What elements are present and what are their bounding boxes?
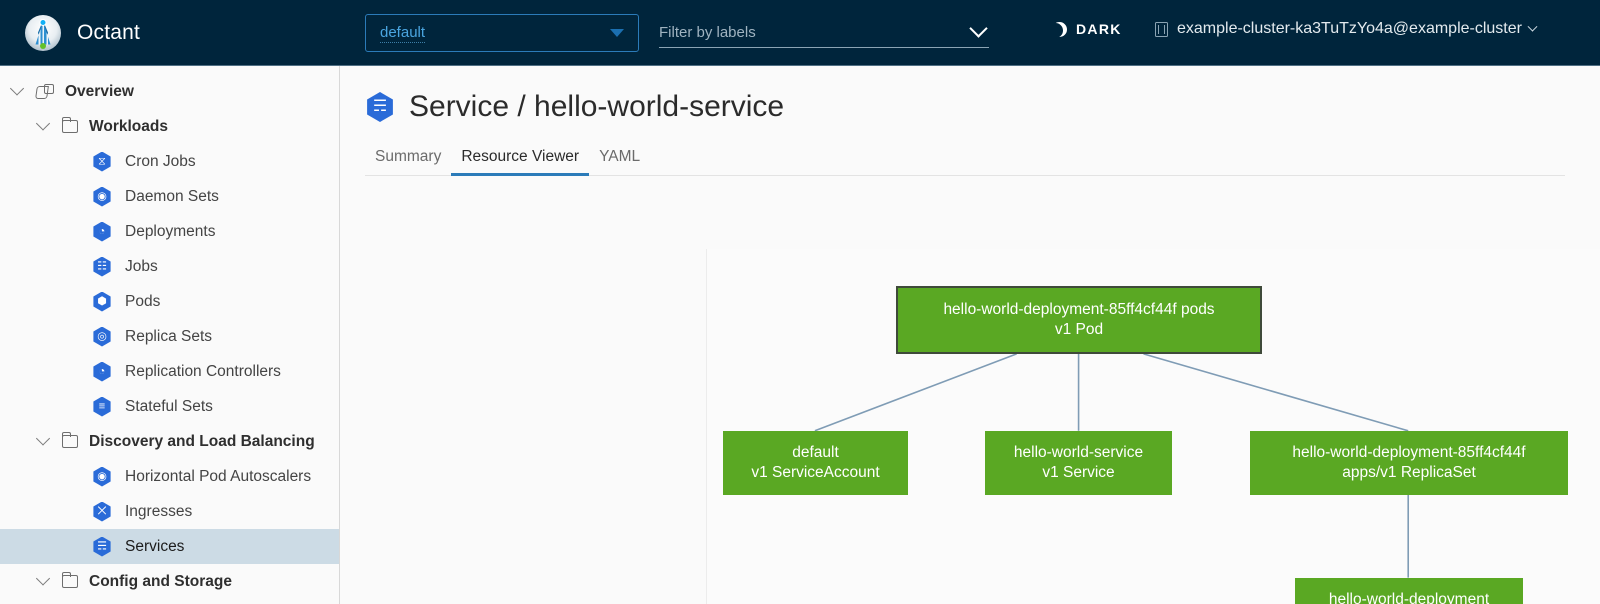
service-icon: ☴ [365,92,395,122]
tab-yaml[interactable]: YAML [599,148,641,165]
folder-icon [61,572,78,588]
cluster-icon [1155,21,1168,37]
sidebar-item-daemon-sets[interactable]: ◉ Daemon Sets [0,179,339,214]
label-filter-placeholder: Filter by labels [659,24,756,41]
sidebar-item-label: Replica Sets [125,327,213,345]
brand[interactable]: Octant [25,14,141,51]
app-header: Octant default Filter by labels DARK exa… [0,0,1600,66]
sidebar-item-overview[interactable]: Overview [0,74,339,109]
graph-node-line2: v1 Pod [1054,321,1104,338]
graph-node-line1: hello-world-deployment-85ff4cf44f pods [943,301,1215,318]
sidebar-item-label: Replication Controllers [125,362,281,380]
resource-graph-canvas[interactable]: hello-world-deployment-85ff4cf44f pods v1… [706,249,1600,604]
graph-node-service[interactable]: hello-world-service v1 Service [985,431,1172,495]
caret-down-icon [610,29,624,37]
main-content: ☴ Service / hello-world-service Summary R… [340,66,1600,604]
sidebar-item-label: Workloads [89,117,168,135]
graph-node-line2: v1 ServiceAccount [751,464,880,481]
page-title-text: Service / hello-world-service [409,90,785,123]
tab-summary[interactable]: Summary [375,148,442,165]
theme-toggle-label: DARK [1076,21,1122,37]
job-icon: ☷ [92,256,112,277]
tab-resource-viewer[interactable]: Resource Viewer [451,148,589,176]
graph-node-pod[interactable]: hello-world-deployment-85ff4cf44f pods v1… [896,286,1262,354]
sidebar-item-config-and-storage[interactable]: Config and Storage [0,564,339,599]
sidebar-item-replication-controllers[interactable]: ◔ Replication Controllers [0,354,339,389]
sidebar-item-label: Services [125,537,185,555]
octant-logo-icon [25,14,61,51]
overview-icon [36,84,54,99]
replicaset-icon: ◎ [92,326,112,347]
graph-node-line1: hello-world-service [1013,444,1144,461]
cluster-selector[interactable]: example-cluster-ka3TuTzYo4a@example-clus… [1155,20,1538,38]
graph-node-line2: apps/v1 ReplicaSet [1342,464,1476,481]
graph-node-deployment[interactable]: hello-world-deploymentapps/v1 Deployment [1295,578,1523,604]
tab-bar: Summary Resource Viewer YAML [365,142,1565,176]
sidebar-item-services[interactable]: ☴ Services [0,529,339,564]
moon-icon [1052,22,1067,37]
daemonset-icon: ◉ [92,186,112,207]
sidebar-item-replica-sets[interactable]: ◎ Replica Sets [0,319,339,354]
page-title: ☴ Service / hello-world-service [365,90,1600,124]
graph-node-line1: hello-world-deployment-85ff4cf44f [1292,444,1526,461]
service-icon: ☴ [92,536,112,557]
namespace-value: default [380,23,426,43]
sidebar-item-discovery-and-load-balancing[interactable]: Discovery and Load Balancing [0,424,339,459]
brand-name: Octant [77,20,141,44]
chevron-down-icon[interactable] [9,80,25,96]
folder-icon [61,117,78,133]
chevron-down-icon[interactable] [35,570,51,586]
sidebar-item-label: Daemon Sets [125,187,219,205]
chevron-down-icon [1527,21,1538,32]
theme-toggle[interactable]: DARK [1052,21,1122,37]
graph-edge-pod-to-replicaset [1143,353,1409,432]
resource-viewer: hello-world-deployment-85ff4cf44f pods v1… [706,249,1600,604]
label-filter-input[interactable]: Filter by labels [659,18,989,48]
sidebar-item-ingresses[interactable]: ⨉ Ingresses [0,494,339,529]
chevron-down-icon[interactable] [35,430,51,446]
chevron-down-icon[interactable] [35,115,51,131]
sidebar-item-label: Config and Storage [89,572,232,590]
graph-node-serviceaccount[interactable]: default v1 ServiceAccount [723,431,908,495]
sidebar-item-label: Deployments [125,222,216,240]
sidebar-item-jobs[interactable]: ☷ Jobs [0,249,339,284]
sidebar-item-deployments[interactable]: ◔ Deployments [0,214,339,249]
pod-icon: ⬢ [92,291,112,312]
sidebar-item-label: Discovery and Load Balancing [89,432,315,450]
graph-node-line2: v1 Service [1042,464,1115,481]
graph-node-line1: hello-world-deployment [1328,591,1490,604]
cluster-name: example-cluster-ka3TuTzYo4a@example-clus… [1177,20,1522,37]
graph-node-line1: default [792,444,839,461]
sidebar-item-label: Pods [125,292,161,310]
replicationcontroller-icon: ◔ [92,361,112,382]
graph-node-replicaset[interactable]: hello-world-deployment-85ff4cf44f apps/v1… [1250,431,1568,495]
sidebar-item-label: Cron Jobs [125,152,196,170]
cronjob-icon: ⧖ [92,151,112,172]
sidebar-item-label: Ingresses [125,502,193,520]
ingress-icon: ⨉ [92,501,112,522]
sidebar-item-label: Jobs [125,257,158,275]
chevron-down-icon [969,19,988,38]
sidebar-item-pods[interactable]: ⬢ Pods [0,284,339,319]
folder-icon [61,432,78,448]
graph-edge-pod-to-serviceaccount [814,353,1017,432]
sidebar-item-horizontal-pod-autoscalers[interactable]: ◉ Horizontal Pod Autoscalers [0,459,339,494]
sidebar-item-cron-jobs[interactable]: ⧖ Cron Jobs [0,144,339,179]
namespace-select[interactable]: default [365,14,639,52]
hpa-icon: ◉ [92,466,112,487]
sidebar-item-label: Horizontal Pod Autoscalers [125,467,312,485]
sidebar-item-workloads[interactable]: Workloads [0,109,339,144]
deployment-icon: ◔ [92,221,112,242]
sidebar-item-label: Overview [65,82,134,100]
sidebar-item-stateful-sets[interactable]: ≡ Stateful Sets [0,389,339,424]
statefulset-icon: ≡ [92,396,112,417]
sidebar-item-label: Stateful Sets [125,397,213,415]
